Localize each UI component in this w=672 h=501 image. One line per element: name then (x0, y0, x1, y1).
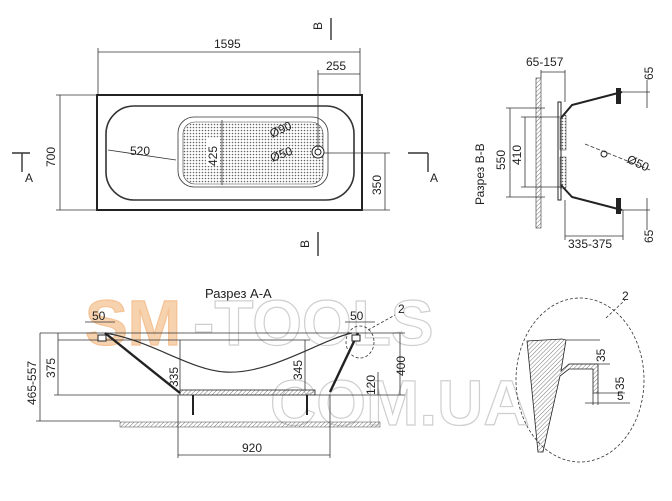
section-a-right: A (430, 171, 438, 185)
dim-headrest: 520 (130, 144, 150, 158)
dim-height-outer: 550 (494, 150, 508, 170)
section-bb: Разрез В-В 65-157 550 410 Ø50 335-375 65… (473, 55, 656, 251)
dim-depth-left: 335 (167, 367, 181, 387)
base-frame (179, 389, 316, 396)
section-b-bottom: B (298, 240, 312, 248)
dim-drain-offset: 255 (326, 59, 346, 73)
watermark: SM -TOOLS COM.UA (84, 286, 530, 439)
dim-top-flange: 65 (642, 66, 656, 80)
dim-wall-gap: 65-157 (526, 55, 564, 69)
panel (557, 101, 562, 201)
dim-base-length: 920 (242, 441, 262, 455)
detail-ref-label: 2 (398, 302, 405, 316)
wall (535, 77, 542, 229)
detail-circle (515, 297, 645, 463)
top-view: 1595 255 700 520 425 Ø90 Ø50 350 A A B B (12, 18, 438, 256)
dim-depth-right: 345 (291, 360, 305, 380)
tub-outline (96, 94, 363, 211)
dim-400: 400 (394, 356, 408, 376)
seat-area (177, 116, 329, 188)
dim-seat-width: 425 (206, 146, 220, 166)
floor (119, 421, 381, 428)
dim-total-height: 465-557 (25, 361, 39, 405)
anti-slip-pattern (182, 121, 324, 185)
detail-thickness: 5 (617, 389, 624, 403)
detail-flange-2: 35 (613, 376, 627, 390)
dim-depth: 335-375 (568, 237, 612, 251)
dim-drain-side: 350 (370, 175, 384, 195)
dim-length: 1595 (214, 37, 241, 51)
section-a-left: A (25, 171, 33, 185)
watermark-accent: SM (85, 287, 181, 359)
dim-height-inner: 410 (510, 145, 524, 165)
dim-width: 700 (44, 147, 58, 167)
detail-ref: 2 (622, 289, 629, 303)
detail-2: 2 35 35 5 (515, 289, 645, 463)
section-bb-title: Разрез В-В (473, 143, 487, 205)
pipe-label: Ø50 (625, 152, 652, 174)
dim-leg-height: 120 (364, 375, 378, 395)
dim-375: 375 (44, 358, 58, 378)
dim-rim-left: 50 (92, 309, 106, 323)
section-aa-title: Разрез А-А (205, 286, 272, 301)
section-aa: Разрез А-А 2 50 50 465-557 375 335 345 1… (25, 286, 408, 458)
pipe-circle (600, 150, 608, 158)
dim-rim-right: 50 (350, 309, 364, 323)
dim-bottom-flange: 65 (642, 229, 656, 243)
section-b-top: B (311, 22, 325, 30)
detail-flange-1: 35 (594, 348, 608, 362)
